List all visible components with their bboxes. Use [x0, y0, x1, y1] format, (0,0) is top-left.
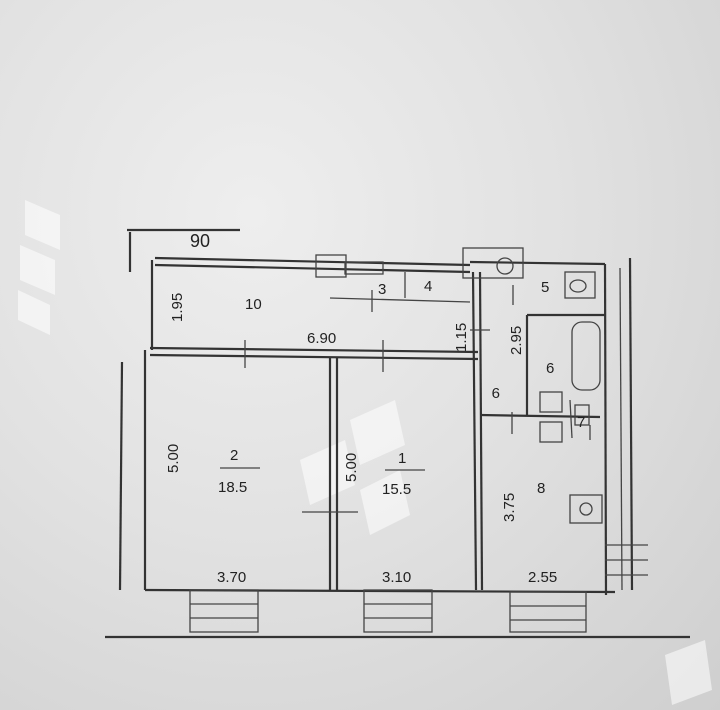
room-number-9: 9: [492, 384, 500, 401]
bathtub-fixture: [571, 321, 601, 391]
room-number-5: 5: [541, 279, 549, 296]
dim-room-2-width: 3.70: [217, 569, 246, 586]
room-number-6: 6: [546, 360, 554, 377]
balcony-stub: [605, 544, 648, 576]
sink-fixture: [539, 391, 590, 443]
dim-bath-depth: 2.95: [508, 326, 525, 355]
room-number-4: 4: [424, 278, 432, 295]
dim-room-8-depth: 3.75: [501, 493, 518, 522]
room-number-2: 2: [230, 447, 238, 464]
room-number-3: 3: [378, 281, 386, 298]
room-number-1: 1: [398, 450, 406, 467]
corner-mark: 90: [190, 231, 210, 251]
dim-room-2-depth: 5.00: [165, 444, 182, 473]
room-number-10: 10: [245, 296, 262, 313]
dim-room-8-width: 2.55: [528, 569, 557, 586]
window-room-2: [189, 589, 259, 633]
window-room-8: [509, 591, 587, 633]
watermark-logo-center: [300, 400, 410, 535]
watermark-logo-left: [18, 200, 60, 335]
dim-room-1-width: 3.10: [382, 569, 411, 586]
ventilation-duct: [315, 247, 524, 279]
room-number-8: 8: [537, 480, 545, 497]
window-room-1: [363, 589, 433, 633]
dim-hall-depth: 1.95: [169, 293, 186, 322]
watermark-logo-bottom-right: [665, 640, 712, 705]
door-marks: [220, 285, 591, 513]
room-area-2: 18.5: [218, 479, 247, 496]
dim-corridor-depth: 1.15: [453, 323, 470, 352]
dim-hall-width: 6.90: [307, 330, 336, 347]
toilet-fixture: [564, 271, 596, 299]
room-number-7: 7: [577, 414, 585, 431]
stove-fixture: [569, 494, 603, 524]
dim-room-1-depth: 5.00: [343, 453, 360, 482]
interior-walls: [149, 271, 605, 591]
room-area-1: 15.5: [382, 481, 411, 498]
